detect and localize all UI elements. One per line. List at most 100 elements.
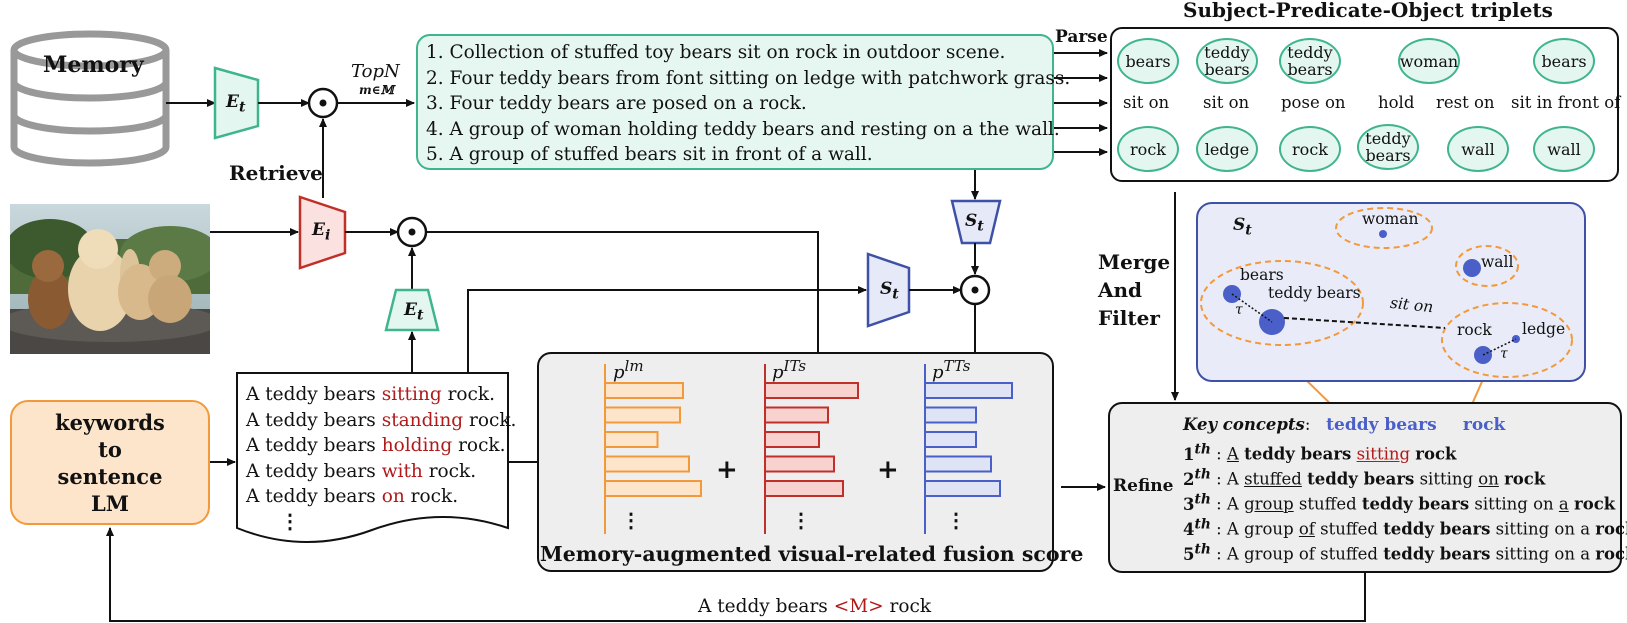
- merge-filter-label: Merge And Filter: [1098, 250, 1171, 330]
- its-bar-5: [764, 480, 844, 497]
- triplet-predicate-2: sit on: [1203, 93, 1250, 112]
- triplet-predicate-1: sit on: [1123, 93, 1170, 112]
- sentence-2: A teddy bears standing rock.: [246, 409, 517, 431]
- triplet-object-3: rock: [1279, 126, 1341, 172]
- its-bar-2: [764, 406, 829, 424]
- tts-more: ⋮: [946, 508, 966, 532]
- caption-5: 5. A group of stuffed bears sit in front…: [426, 144, 873, 165]
- triplet-object-1: rock: [1117, 126, 1179, 172]
- sg-node-rock: rock: [1457, 321, 1492, 339]
- st-mid-label: St: [880, 279, 899, 303]
- scene-graph-label: St: [1233, 215, 1252, 239]
- its-bar-1: [764, 382, 859, 399]
- sg-node-wall: wall: [1481, 253, 1514, 271]
- triplets-title: Subject-Predicate-Object triplets: [1183, 0, 1553, 22]
- refine-box: [1108, 402, 1622, 573]
- refine-step-4: 4th : A group of stuffed teddy bears sit…: [1183, 516, 1627, 539]
- refine-step-2: 2th : A stuffed teddy bears sitting on r…: [1183, 466, 1546, 489]
- keywords-to-sentence-lm-box: keywords to sentence LM: [10, 400, 210, 525]
- triplet-predicate-6: sit in front of: [1511, 93, 1621, 112]
- topn-subscript: m∈𝕄: [359, 83, 394, 97]
- et-top-label: Et: [226, 92, 246, 116]
- scene-graph-box: [1196, 202, 1586, 382]
- refine-label: Refine: [1113, 476, 1174, 496]
- feedback-label: A teddy bears <M> rock: [698, 596, 932, 617]
- refine-step-3: 3th : A group stuffed teddy bears sittin…: [1183, 491, 1616, 514]
- sg-tau-1: τ: [1235, 302, 1243, 318]
- refine-step-1: 1th : A teddy bears sitting rock: [1183, 441, 1457, 464]
- et-encoder-mid: [384, 288, 440, 332]
- memory-label: Memory: [43, 52, 144, 78]
- triplet-subject-3: teddy bears: [1279, 38, 1341, 84]
- key-concept-1: teddy bears: [1326, 415, 1437, 435]
- tts-bar-1: [924, 382, 1013, 399]
- parse-label: Parse: [1055, 27, 1108, 47]
- triplet-object-5: wall: [1447, 126, 1509, 172]
- its-bar-4: [764, 455, 835, 473]
- retrieve-label: Retrieve: [229, 161, 323, 185]
- tts-bar-3: [924, 431, 977, 448]
- sentence-5: A teddy bears on rock.: [246, 486, 459, 507]
- key-concepts-row: Key concepts: teddy bears rock: [1183, 415, 1506, 435]
- lm-bar-1: [604, 382, 684, 399]
- scene-graph-drawing: [1200, 207, 1573, 378]
- sentence-candidates-box: [236, 372, 509, 543]
- lm-bar-2: [604, 406, 681, 424]
- sg-tau-2: τ: [1500, 346, 1508, 362]
- triplet-predicate-3: pose on: [1281, 93, 1346, 112]
- fusion-title: Memory-augmented visual-related fusion s…: [540, 542, 1084, 566]
- parse-arrows: [1054, 49, 1108, 156]
- topn-label: TopN: [351, 61, 400, 82]
- sentence-4: A teddy bears with rock.: [246, 460, 477, 482]
- retrieved-captions-box: 1. Collection of stuffed toy bears sit o…: [416, 34, 1071, 170]
- sentence-candidates: A teddy bears sitting rock. A teddy bear…: [246, 382, 516, 510]
- triplet-object-2: ledge: [1196, 126, 1258, 172]
- lm-more: ⋮: [621, 508, 641, 532]
- sentence-3: A teddy bears holding rock.: [246, 435, 506, 456]
- sg-node-bears: bears: [1240, 266, 1284, 284]
- tts-bar-4: [924, 455, 992, 473]
- lm-bar-4: [604, 455, 690, 473]
- triplet-object-4: teddy bears: [1357, 124, 1419, 170]
- caption-1: 1. Collection of stuffed toy bears sit o…: [426, 42, 1006, 63]
- lm-bar-5: [604, 480, 702, 497]
- et-encoder-top: [213, 66, 260, 140]
- caption-4: 4. A group of woman holding teddy bears …: [426, 118, 1060, 140]
- st-encoder-mid: [866, 252, 911, 328]
- triplet-object-6: wall: [1533, 126, 1595, 172]
- sg-node-teddy-bears: teddy bears: [1268, 284, 1361, 302]
- key-concept-2: rock: [1462, 415, 1506, 435]
- triplet-subject-5: bears: [1533, 38, 1595, 84]
- p-lm-label: plm: [613, 357, 644, 383]
- input-image: [0, 204, 220, 354]
- triplet-predicate-4: hold: [1378, 93, 1415, 112]
- its-bar-3: [764, 431, 820, 448]
- st-encoder-top: [950, 199, 1002, 245]
- ei-label: Ei: [312, 220, 331, 244]
- memory-database-icon: [10, 30, 170, 167]
- plus-1: +: [716, 455, 738, 485]
- plus-2: +: [877, 455, 899, 485]
- lm-bar-3: [604, 431, 659, 448]
- sentence-1: A teddy bears sitting rock.: [246, 384, 495, 405]
- triplet-subject-1: bears: [1117, 38, 1179, 84]
- tts-bar-5: [924, 480, 1001, 497]
- triplet-subject-2: teddy bears: [1196, 38, 1258, 84]
- caption-2: 2. Four teddy bears from font sitting on…: [426, 67, 1071, 89]
- ei-encoder: [298, 195, 347, 270]
- tts-bar-2: [924, 406, 977, 424]
- sentence-more: ⋮: [280, 509, 300, 533]
- caption-3: 3. Four teddy bears are posed on a rock.: [426, 93, 807, 114]
- its-more: ⋮: [791, 508, 811, 532]
- sg-node-woman: woman: [1362, 210, 1419, 228]
- refine-step-5: 5th : A group of stuffed teddy bears sit…: [1183, 541, 1627, 564]
- p-its-label: pITs: [772, 357, 807, 383]
- et-mid-label: Et: [404, 300, 424, 324]
- st-top-label: St: [965, 211, 984, 235]
- p-tts-label: pTTs: [932, 357, 971, 383]
- triplets-box: [1110, 27, 1619, 182]
- triplet-predicate-5: rest on: [1436, 93, 1495, 112]
